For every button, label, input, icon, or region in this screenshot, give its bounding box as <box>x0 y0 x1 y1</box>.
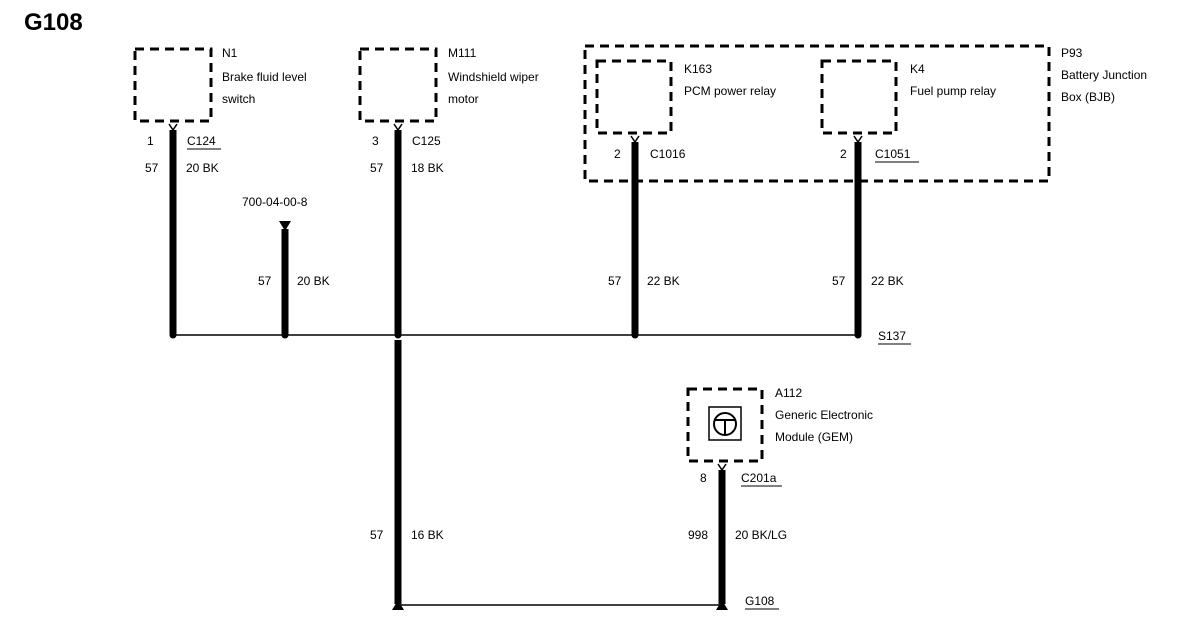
ground-label: G108 <box>745 594 775 608</box>
m111-circuit-label: 57 <box>370 161 384 175</box>
ground-node-icon <box>392 600 404 610</box>
m111-id-label: M111 <box>448 46 477 60</box>
k4-component-box[interactable] <box>820 59 898 135</box>
k4-pin-icon <box>853 135 863 144</box>
m111-connector-label: C125 <box>412 134 441 148</box>
a112-circuit-label: 998 <box>688 528 708 542</box>
ground-wire-circuit-label: 57 <box>370 528 384 542</box>
m111-name-line2: motor <box>448 92 479 106</box>
k163-pin-label: 2 <box>614 147 621 161</box>
a112-wire-label: 20 BK/LG <box>735 528 787 542</box>
m111-pin-icon <box>393 123 403 132</box>
a112-connector-label: C201a <box>741 471 777 485</box>
splice-node <box>854 331 862 339</box>
n1-pin-icon <box>168 123 178 132</box>
reference-arrow-icon[interactable] <box>279 221 291 231</box>
k163-name-line1: PCM power relay <box>684 84 776 98</box>
splice-node <box>631 331 639 339</box>
reference-circuit-label: 57 <box>258 274 272 288</box>
n1-connector-label: C124 <box>187 134 216 148</box>
k4-id-label: K4 <box>910 62 925 76</box>
a112-name-line2: Module (GEM) <box>775 430 853 444</box>
n1-pin-label: 1 <box>147 134 154 148</box>
splice-node <box>281 331 289 339</box>
k4-wire-label: 22 BK <box>871 274 904 288</box>
ground-wire-label: 16 BK <box>411 528 444 542</box>
p93-component-box[interactable] <box>583 44 1051 183</box>
k4-connector-label: C1051 <box>875 147 911 161</box>
a112-id-label: A112 <box>775 386 802 400</box>
a112-module-icon-frame <box>708 406 742 441</box>
k163-circuit-label: 57 <box>608 274 622 288</box>
p93-name-line2: Box (BJB) <box>1061 90 1115 104</box>
a112-pin-icon <box>717 463 727 472</box>
k163-id-label: K163 <box>684 62 712 76</box>
k4-pin-label: 2 <box>840 147 847 161</box>
m111-name-line1: Windshield wiper <box>448 70 539 84</box>
n1-name-line2: switch <box>222 92 255 106</box>
splice-node <box>169 331 177 339</box>
n1-wire-label: 20 BK <box>186 161 219 175</box>
a112-name-line1: Generic Electronic <box>775 408 873 422</box>
m111-component-box[interactable] <box>358 47 438 123</box>
k4-circuit-label: 57 <box>832 274 846 288</box>
n1-component-box[interactable] <box>133 47 213 123</box>
steering-wheel-icon <box>713 412 737 436</box>
k163-component-box[interactable] <box>595 59 673 135</box>
p93-id-label: P93 <box>1061 46 1083 60</box>
k163-wire-label: 22 BK <box>647 274 680 288</box>
diagram-title: G108 <box>24 9 83 36</box>
n1-id-label: N1 <box>222 46 238 60</box>
ground-node-icon <box>716 600 728 610</box>
a112-pin-label: 8 <box>700 471 707 485</box>
m111-pin-label: 3 <box>372 134 379 148</box>
splice-label: S137 <box>878 329 906 343</box>
reference-wire-label: 20 BK <box>297 274 330 288</box>
m111-wire-label: 18 BK <box>411 161 444 175</box>
k4-name-line1: Fuel pump relay <box>910 84 996 98</box>
p93-name-line1: Battery Junction <box>1061 68 1147 82</box>
k163-connector-label: C1016 <box>650 147 686 161</box>
k163-pin-icon <box>630 135 640 144</box>
splice-node <box>394 331 402 339</box>
reference-code-label: 700-04-00-8 <box>242 195 308 209</box>
n1-circuit-label: 57 <box>145 161 159 175</box>
a112-component-box[interactable] <box>686 387 764 463</box>
n1-name-line1: Brake fluid level <box>222 70 307 84</box>
